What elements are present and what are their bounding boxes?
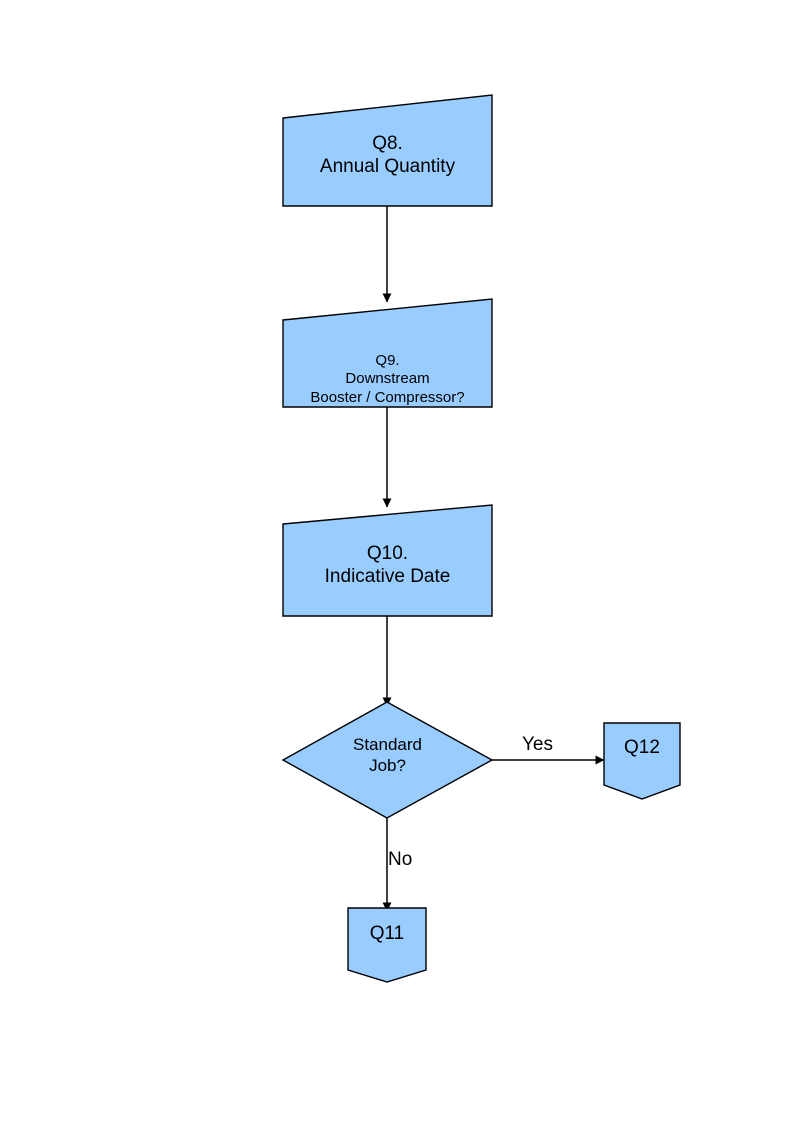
node-q9-shape[interactable]: [282, 298, 493, 408]
node-q10-shape[interactable]: [282, 504, 493, 617]
node-q12-shape[interactable]: [603, 722, 681, 800]
node-decision-shape[interactable]: [281, 701, 494, 819]
edge-label-no: No: [388, 849, 413, 870]
node-q11-shape[interactable]: [347, 907, 427, 983]
edge-label-yes: Yes: [522, 734, 553, 755]
node-q8-shape[interactable]: [282, 94, 493, 207]
